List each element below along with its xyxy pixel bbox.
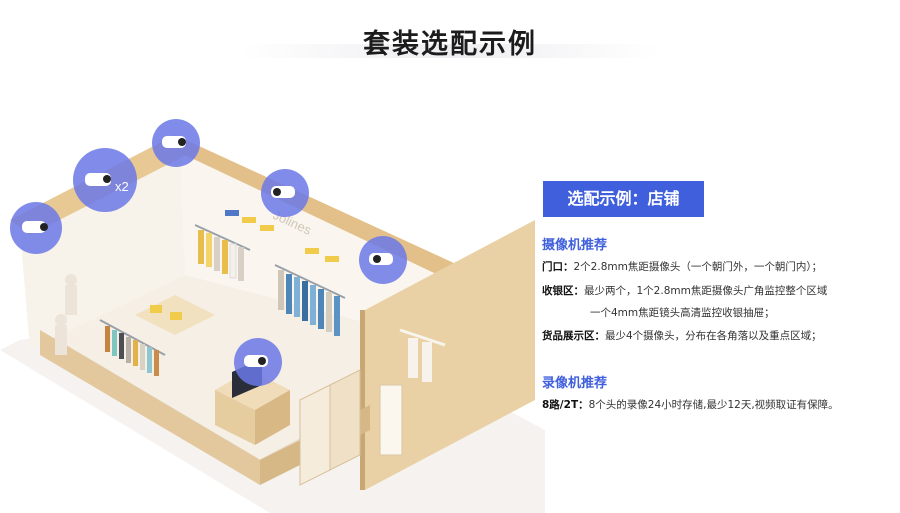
row-label: 货品展示区： [542, 330, 605, 342]
row-label: 收银区： [542, 285, 584, 297]
row-label: 8路/2T： [542, 399, 589, 411]
title-underline-glow [240, 44, 660, 58]
camera-icon [10, 202, 62, 254]
camera-row-cashier-cont: 一个4mm焦距镜头高清监控收银抽屉； [590, 305, 775, 320]
row-text: 一个4mm焦距镜头高清监控收银抽屉； [590, 307, 775, 319]
camera-row-cashier: 收银区：最少两个，1个2.8mm焦距摄像头广角监控整个区域 [542, 283, 827, 298]
store-illustration: Jolines x2 [0, 119, 545, 513]
camera-icon [261, 169, 309, 217]
camera-row-entrance: 门口：2个2.8mm焦距摄像头（一个朝门外，一个朝门内）； [542, 259, 822, 274]
recorder-section-title: 录像机推荐 [542, 376, 608, 391]
row-label: 门口： [542, 261, 574, 273]
page-title: 套装选配示例 [363, 29, 537, 60]
camera-icon [359, 236, 407, 284]
row-text: 最少4个摄像头，分布在各角落以及重点区域； [605, 330, 822, 342]
recorder-row: 8路/2T：8个头的录像24小时存储,最少12天,视频取证有保障。 [542, 397, 839, 412]
camera-section-title: 摄像机推荐 [542, 238, 608, 253]
camera-multiplier-label: x2 [115, 179, 129, 194]
camera-icon: x2 [73, 148, 137, 212]
camera-icon [152, 119, 200, 167]
row-text: 8个头的录像24小时存储,最少12天,视频取证有保障。 [588, 399, 839, 411]
row-text: 2个2.8mm焦距摄像头（一个朝门外，一个朝门内）； [573, 261, 823, 273]
camera-row-display: 货品展示区：最少4个摄像头，分布在各角落以及重点区域； [542, 328, 822, 343]
example-badge: 选配示例：店铺 [543, 181, 704, 217]
camera-icon [234, 338, 282, 386]
row-text: 最少两个，1个2.8mm焦距摄像头广角监控整个区域 [584, 285, 828, 297]
